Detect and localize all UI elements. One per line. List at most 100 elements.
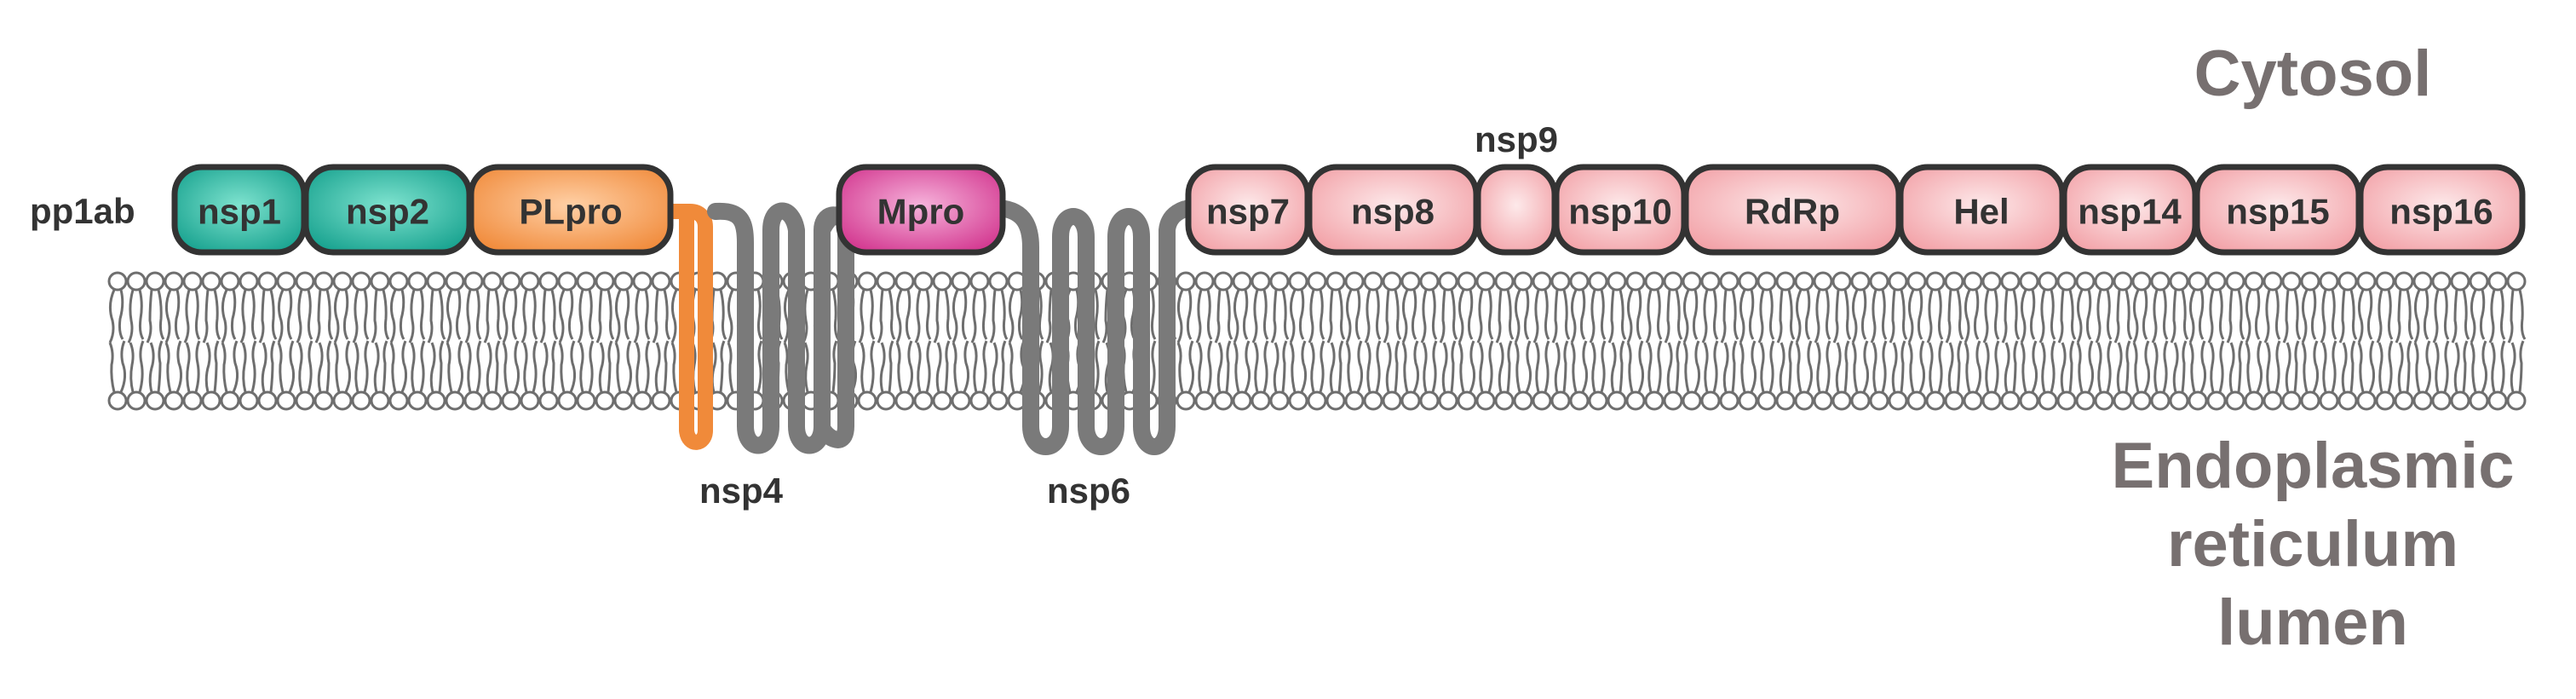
nsp6-transmembrane [990,199,1201,455]
lipid-tail [2170,289,2189,344]
nsp6-label: nsp6 [1047,471,1130,511]
domain-nsp1: nsp1 [171,164,308,256]
lipid-head [1850,271,1871,292]
lipid-tail [2451,289,2470,344]
lipid-tail [1647,340,1663,393]
lipid-tail [373,340,388,393]
lipid-head [557,271,578,292]
lipid-head [463,271,484,292]
lipid-tail [1195,289,1213,344]
lipid-tail [317,340,332,393]
lipid-head [2225,271,2245,292]
lipid-head [463,390,484,411]
lipid-head [145,271,165,292]
lipid-head [951,271,971,292]
lipid-tail [204,340,220,393]
lipid-head [1513,390,1533,411]
lipid-tail [1626,340,1645,393]
lipid-tail [1458,340,1476,393]
domain-nsp8-label: nsp8 [1351,192,1435,232]
lipid-tail [333,340,352,393]
lipid-tail [895,289,911,344]
lipid-tail [1441,340,1457,393]
lipid-tail [1476,289,1494,344]
lipid-head [632,390,653,411]
lipid-head [2131,390,2152,411]
lipid-tail [1345,340,1364,393]
lipid-head [1232,271,1252,292]
lipid-tail [1607,289,1627,344]
lipid-head [2150,390,2171,411]
lipid-tail [1532,289,1550,344]
lipid-tail [1872,340,1888,393]
lipid-head [538,271,559,292]
domain-nsp14-label: nsp14 [2078,192,2182,232]
domain-nsp8: nsp8 [1306,164,1480,256]
lipid-tail [2395,289,2414,344]
lipid-tail [992,340,1007,393]
lipid-head [894,390,915,411]
lipid-tail [598,340,613,393]
lipid-head [2038,271,2058,292]
lipid-tail [2001,289,2021,344]
lipid-tail [914,289,932,344]
lipid-tail [2188,289,2205,344]
lipid-head [2150,271,2171,292]
lipid-tail [2282,289,2302,344]
lipid-tail [1703,340,1719,393]
lipid-tail [2397,340,2412,393]
lipid-head [1194,271,1215,292]
lipid-tail [577,289,595,344]
lipid-tail [710,340,726,393]
lipid-tail [314,289,334,344]
lipid-tail [1495,289,1515,344]
lipid-head [1382,390,1402,411]
lipid-head [407,390,428,411]
lipid-head [1475,390,1496,411]
lipid-head [988,271,1009,292]
lipid-tail [1216,340,1232,393]
lipid-head [595,271,615,292]
lipid-head [1906,271,1927,292]
lipid-tail [258,289,278,344]
lipid-tail [1439,289,1458,344]
lipid-tail [2245,289,2261,344]
lipid-tail [1610,340,1625,393]
lipid-tail [2470,340,2488,393]
lipid-head [576,390,596,411]
lipid-tail [352,289,370,344]
lipid-tail [2113,289,2133,344]
lipid-tail [1401,289,1417,344]
lipid-tail [858,289,876,344]
lipid-tail [2341,340,2356,393]
lipid-tail [1907,340,1926,393]
lipid-tail [1345,289,1361,344]
lipid-head [1607,271,1627,292]
lipid-head [520,271,540,292]
lipid-head [1869,271,1889,292]
lipid-head [1400,271,1421,292]
domain-nsp10-label: nsp10 [1568,192,1671,232]
lipid-head [501,271,521,292]
lipid-tail [1329,340,1344,393]
lipid-tail [2320,289,2337,344]
lipid-head [445,271,465,292]
lipid-head [1325,390,1346,411]
lipid-tail [1176,340,1195,393]
domain-rdrp: RdRp [1682,164,1902,256]
lipid-tail [1795,289,1811,344]
lipid-head [1906,390,1927,411]
lipid-head [913,271,934,292]
lipid-head [2450,390,2470,411]
domain-nsp16-label: nsp16 [2389,192,2493,232]
lipid-head [1682,271,1702,292]
lipid-tail [1251,289,1269,344]
lipid-head [1550,390,1571,411]
lipid-head [1494,390,1515,411]
lipid-tail [2038,289,2056,344]
domain-nsp7-label: nsp7 [1206,192,1290,232]
lipid-head [2000,271,2021,292]
lipid-head [126,390,147,411]
lipid-head [1438,390,1458,411]
lipid-tail [2076,289,2092,344]
